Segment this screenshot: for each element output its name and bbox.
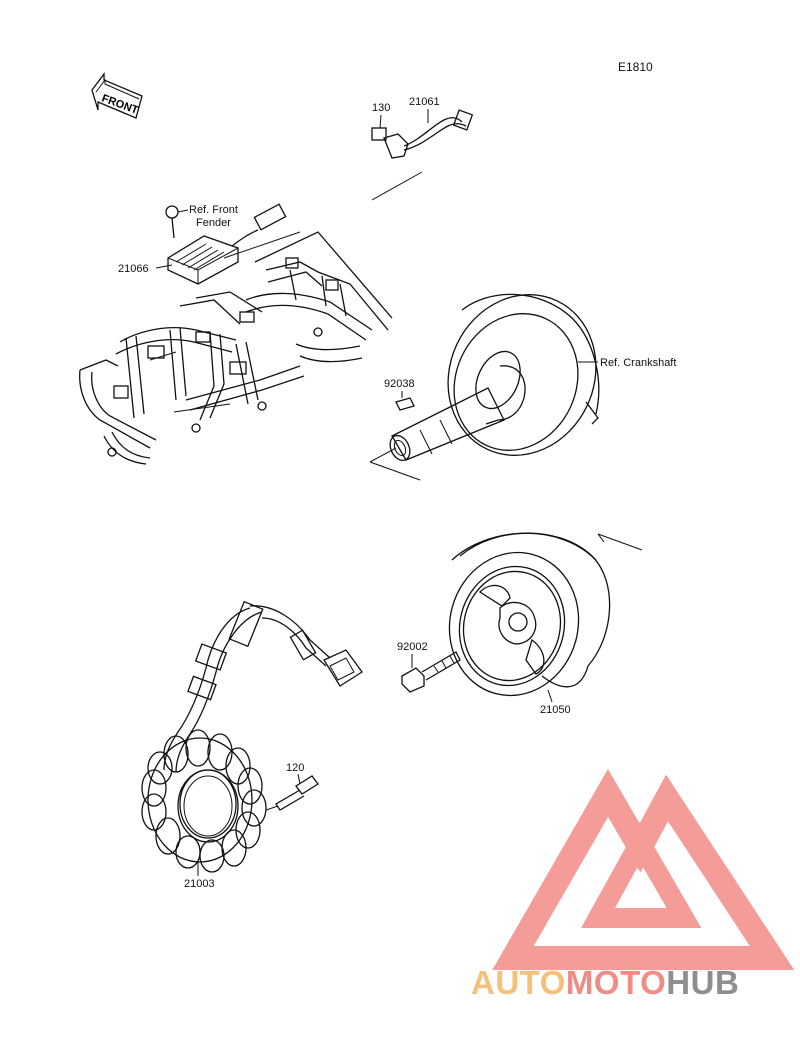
label-21050: 21050 xyxy=(540,704,571,716)
label-ref-crankshaft: Ref. Crankshaft xyxy=(600,357,676,369)
label-fender: Fender xyxy=(196,217,231,229)
svg-text:AUTOMOTOHUB: AUTOMOTOHUB xyxy=(471,964,739,1001)
regulator-21066: Ref. Front Fender 21066 xyxy=(118,203,301,285)
label-21061: 21061 xyxy=(409,96,440,108)
front-label: FRONT xyxy=(100,93,140,117)
flywheel-21050: 21050 92002 xyxy=(397,532,643,716)
label-21066: 21066 xyxy=(118,263,149,275)
stator-21003: 21003 120 xyxy=(141,600,363,890)
front-arrow-icon: FRONT xyxy=(91,72,143,119)
stator-coils xyxy=(141,729,267,873)
watermark-moto: MOTO xyxy=(566,964,666,1001)
label-130: 130 xyxy=(372,102,390,114)
frame-structure xyxy=(79,231,393,465)
automotohub-watermark: AUTOMOTOHUB xyxy=(471,769,795,1001)
label-92038: 92038 xyxy=(384,378,415,390)
diagram-code: E1810 xyxy=(618,60,653,74)
label-21003: 21003 xyxy=(184,878,215,890)
label-120: 120 xyxy=(286,762,304,774)
speed-sensor-assembly: 130 21061 xyxy=(371,96,474,201)
watermark-hub: HUB xyxy=(666,964,739,1001)
crankshaft-ref: Ref. Crankshaft 92038 xyxy=(369,293,676,481)
label-ref-front: Ref. Front xyxy=(189,204,238,216)
watermark-auto: AUTO xyxy=(471,964,566,1001)
label-92002: 92002 xyxy=(397,641,428,653)
